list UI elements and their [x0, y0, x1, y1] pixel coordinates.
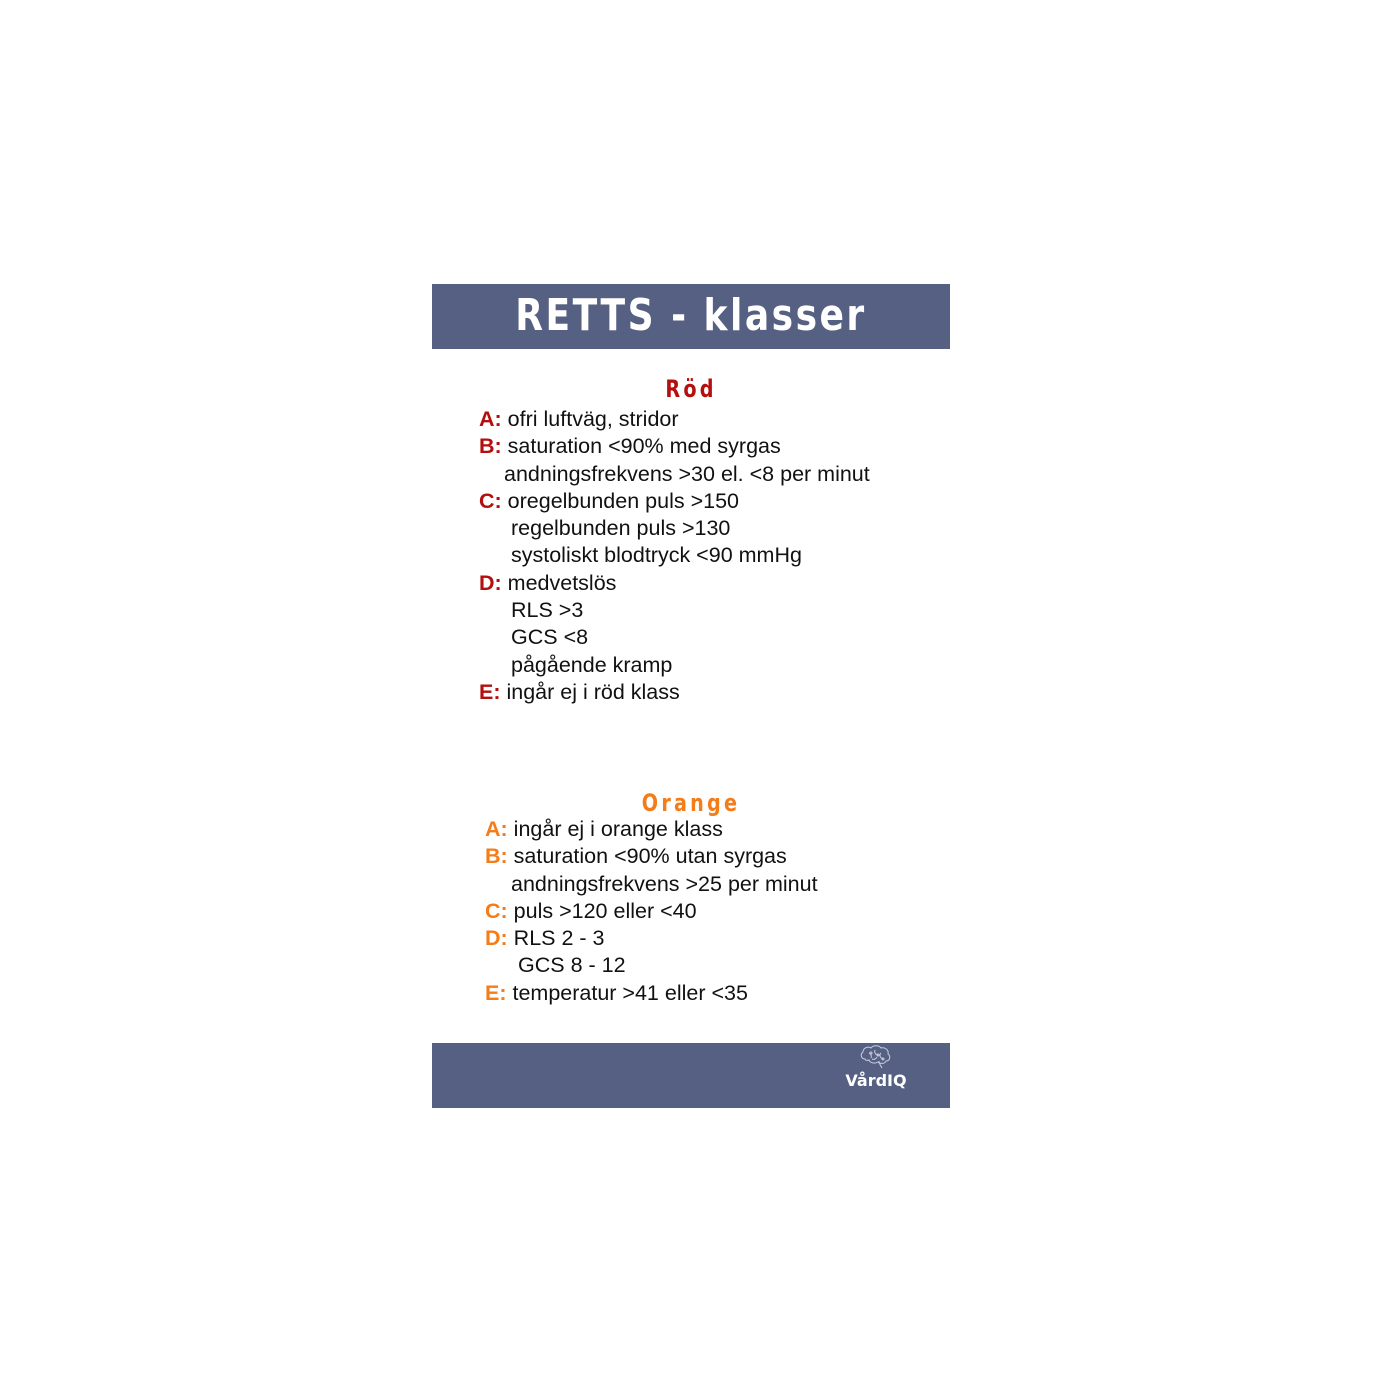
criteria-row: andningsfrekvens >25 per minut [485, 871, 818, 898]
criteria-row: andningsfrekvens >30 el. <8 per minut [479, 461, 870, 488]
criteria-row: A: ofri luftväg, stridor [479, 406, 870, 433]
header-band: RETTS - klasser [432, 284, 950, 349]
criteria-row: B: saturation <90% med syrgas [479, 433, 870, 460]
criteria-row: D: medvetslös [479, 570, 870, 597]
criteria-key: A: [485, 817, 508, 841]
criteria-key: D: [485, 926, 508, 951]
criteria-row: pågående kramp [479, 652, 870, 679]
orange-section-title: Orange [641, 789, 741, 817]
red-section-title: Röd [665, 375, 717, 403]
criteria-key: A: [479, 407, 502, 431]
page-title: RETTS - klasser [515, 290, 867, 341]
footer-band: VårdIQ [432, 1043, 950, 1108]
criteria-row: GCS 8 - 12 [485, 952, 818, 979]
criteria-key: E: [479, 679, 501, 704]
criteria-text: ofri luftväg, stridor [507, 407, 679, 431]
criteria-text: GCS <8 [511, 625, 589, 650]
criteria-row: C: oregelbunden puls >150 [479, 488, 870, 515]
criteria-text: oregelbunden puls >150 [507, 488, 739, 513]
criteria-key: D: [479, 570, 502, 595]
criteria-row: GCS <8 [479, 624, 870, 651]
criteria-text: RLS >3 [511, 598, 584, 623]
criteria-key: B: [485, 844, 508, 869]
vardiq-logo: VårdIQ [836, 1045, 916, 1105]
brain-icon [860, 1045, 891, 1069]
criteria-row: E: ingår ej i röd klass [479, 679, 870, 706]
criteria-row: E: temperatur >41 eller <35 [485, 980, 818, 1007]
criteria-row: A: ingår ej i orange klass [485, 816, 818, 843]
criteria-key: C: [485, 898, 508, 923]
criteria-text: ingår ej i orange klass [513, 817, 723, 841]
criteria-text: saturation <90% utan syrgas [513, 844, 787, 869]
logo-text: VårdIQ [845, 1071, 907, 1090]
criteria-text: RLS 2 - 3 [513, 926, 605, 951]
criteria-row: B: saturation <90% utan syrgas [485, 843, 818, 870]
criteria-text: saturation <90% med syrgas [507, 434, 781, 459]
criteria-row: C: puls >120 eller <40 [485, 898, 818, 925]
criteria-text: puls >120 eller <40 [513, 898, 697, 923]
criteria-key: B: [479, 434, 502, 459]
criteria-text: temperatur >41 eller <35 [512, 980, 748, 1005]
criteria-row: RLS >3 [479, 597, 870, 624]
criteria-text: regelbunden puls >130 [511, 516, 731, 541]
criteria-row: systoliskt blodtryck <90 mmHg [479, 542, 870, 569]
criteria-key: C: [479, 488, 502, 513]
criteria-row: D: RLS 2 - 3 [485, 925, 818, 952]
criteria-text: medvetslös [507, 570, 617, 595]
criteria-key: E: [485, 980, 507, 1005]
criteria-text: ingår ej i röd klass [506, 679, 680, 704]
criteria-text: andningsfrekvens >30 el. <8 per minut [504, 461, 870, 486]
criteria-row: regelbunden puls >130 [479, 515, 870, 542]
criteria-text: pågående kramp [511, 652, 673, 677]
criteria-text: systoliskt blodtryck <90 mmHg [511, 543, 802, 568]
criteria-text: GCS 8 - 12 [518, 953, 626, 978]
criteria-text: andningsfrekvens >25 per minut [511, 871, 818, 896]
